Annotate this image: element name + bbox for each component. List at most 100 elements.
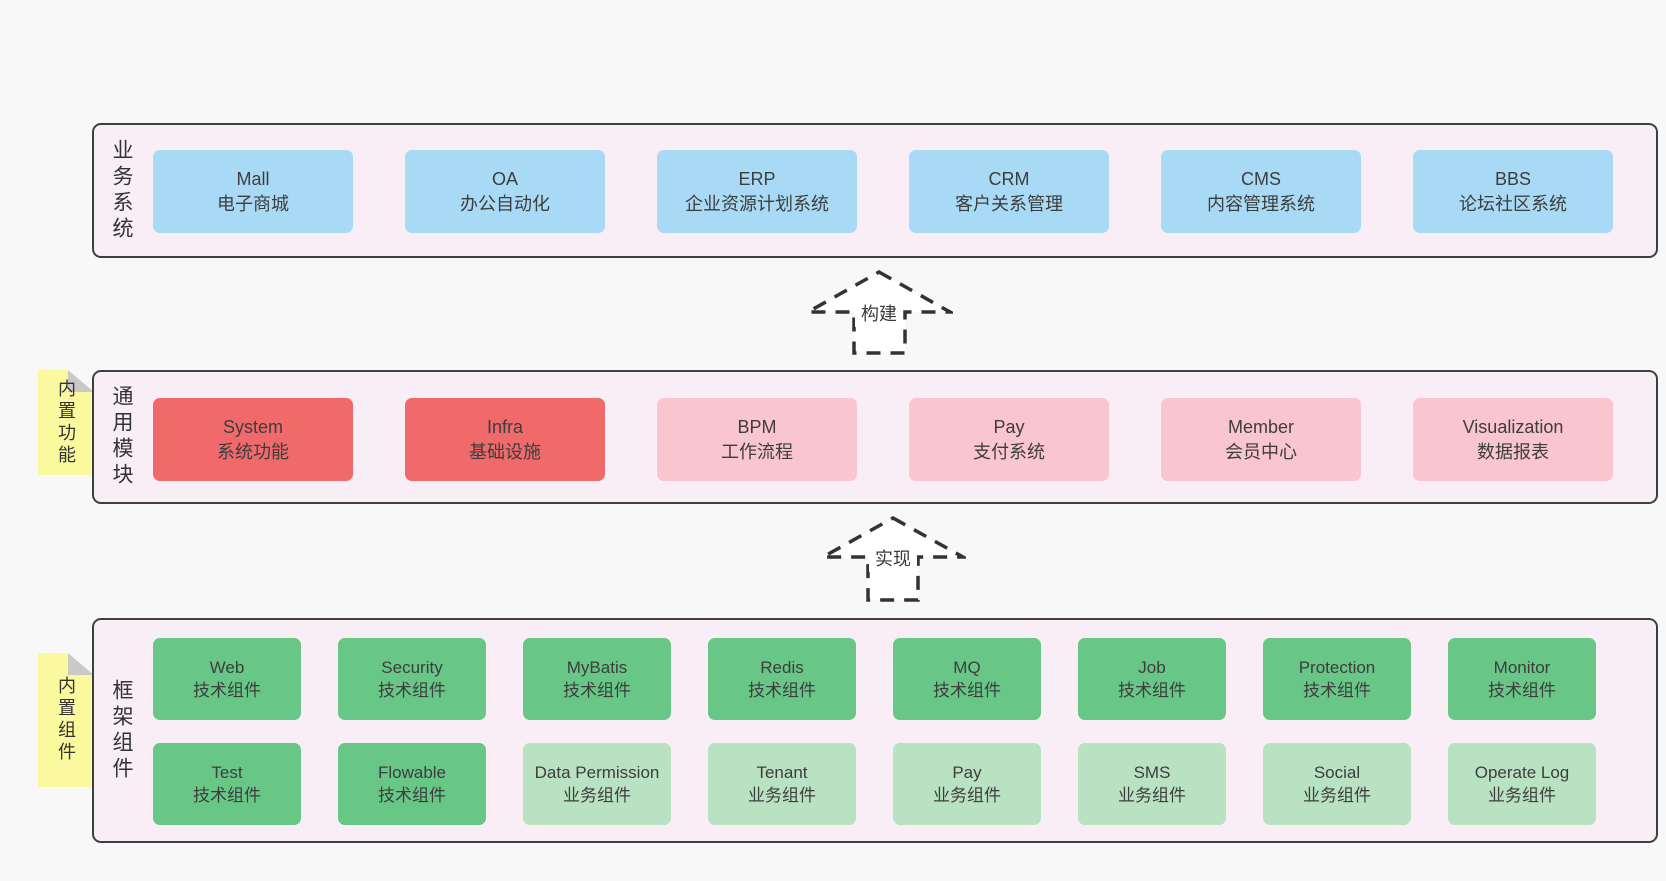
box-mybatis: MyBatis 技术组件 bbox=[523, 638, 671, 720]
box-title: ERP bbox=[738, 168, 776, 189]
box-title: CMS bbox=[1241, 168, 1281, 189]
box-subtitle: 业务组件 bbox=[748, 786, 816, 805]
box-title: Tenant bbox=[756, 763, 808, 782]
box-subtitle: 技术组件 bbox=[1303, 681, 1371, 700]
box-title: CRM bbox=[988, 168, 1030, 189]
arrow-label-bg bbox=[855, 300, 903, 327]
sticky-note-text: 内置组件 bbox=[56, 676, 76, 764]
box-title: Job bbox=[1138, 658, 1166, 677]
up-arrow-icon: 实现 bbox=[816, 515, 970, 602]
box-subtitle: 业务组件 bbox=[933, 786, 1001, 805]
layer-framework-components: 框架组件 Web 技术组件 Security 技术组件 MyBatis 技术组件… bbox=[92, 618, 1658, 843]
box-title: Visualization bbox=[1462, 416, 1564, 437]
box-bpm: BPM 工作流程 bbox=[657, 398, 857, 481]
box-subtitle: 技术组件 bbox=[378, 786, 446, 805]
box-system: System 系统功能 bbox=[153, 398, 353, 481]
box-monitor: Monitor 技术组件 bbox=[1448, 638, 1596, 720]
up-arrow-icon: 构建 bbox=[801, 269, 957, 355]
box-mq: MQ 技术组件 bbox=[893, 638, 1041, 720]
box-title: MyBatis bbox=[566, 658, 628, 677]
box-title: Data Permission bbox=[534, 763, 660, 782]
layer-common-modules: 通用模块 System 系统功能 Infra 基础设施 BPM 工作流程 Pay… bbox=[92, 370, 1658, 504]
box-subtitle: 技术组件 bbox=[1488, 681, 1556, 700]
box-subtitle: 业务组件 bbox=[1303, 786, 1371, 805]
box-protection: Protection 技术组件 bbox=[1263, 638, 1411, 720]
box-title: Protection bbox=[1298, 658, 1376, 677]
layer-label: 通用模块 bbox=[110, 385, 133, 489]
box-tenant: Tenant 业务组件 bbox=[708, 743, 856, 825]
box-title: Operate Log bbox=[1474, 763, 1570, 782]
box-subtitle: 办公自动化 bbox=[460, 193, 550, 214]
box-subtitle: 支付系统 bbox=[973, 441, 1045, 462]
box-subtitle: 业务组件 bbox=[1118, 786, 1186, 805]
box-visualization: Visualization 数据报表 bbox=[1413, 398, 1613, 481]
box-member: Member 会员中心 bbox=[1161, 398, 1361, 481]
modules-box-row: System 系统功能 Infra 基础设施 BPM 工作流程 Pay 支付系统… bbox=[153, 398, 1613, 481]
box-web: Web 技术组件 bbox=[153, 638, 301, 720]
box-sms: SMS 业务组件 bbox=[1078, 743, 1226, 825]
build-arrow: 构建 bbox=[801, 269, 957, 361]
box-title: Redis bbox=[760, 658, 804, 677]
box-operate-log: Operate Log 业务组件 bbox=[1448, 743, 1596, 825]
box-subtitle: 基础设施 bbox=[469, 441, 541, 462]
box-mall: Mall 电子商城 bbox=[153, 150, 353, 233]
box-subtitle: 论坛社区系统 bbox=[1459, 193, 1567, 214]
box-crm: CRM 客户关系管理 bbox=[909, 150, 1109, 233]
box-title: Pay bbox=[952, 763, 982, 782]
box-subtitle: 客户关系管理 bbox=[955, 193, 1063, 214]
box-bbs: BBS 论坛社区系统 bbox=[1413, 150, 1613, 233]
box-subtitle: 技术组件 bbox=[1118, 681, 1186, 700]
framework-box-row-1: Web 技术组件 Security 技术组件 MyBatis 技术组件 Redi… bbox=[153, 638, 1596, 720]
box-title: Test bbox=[211, 763, 243, 782]
box-title: Security bbox=[381, 658, 443, 677]
box-subtitle: 电子商城 bbox=[217, 193, 289, 214]
arrow-label-bg bbox=[869, 545, 917, 572]
box-subtitle: 内容管理系统 bbox=[1207, 193, 1315, 214]
box-title: Monitor bbox=[1493, 658, 1551, 677]
box-erp: ERP 企业资源计划系统 bbox=[657, 150, 857, 233]
box-oa: OA 办公自动化 bbox=[405, 150, 605, 233]
box-subtitle: 技术组件 bbox=[193, 681, 261, 700]
box-job: Job 技术组件 bbox=[1078, 638, 1226, 720]
box-title: BBS bbox=[1494, 168, 1532, 189]
box-subtitle: 技术组件 bbox=[563, 681, 631, 700]
box-title: Mall bbox=[236, 168, 270, 189]
sticky-note-builtin-features: 内置功能 bbox=[38, 370, 94, 475]
box-cms: CMS 内容管理系统 bbox=[1161, 150, 1361, 233]
arrow-label: 构建 bbox=[861, 304, 897, 324]
box-subtitle: 技术组件 bbox=[748, 681, 816, 700]
box-title: MQ bbox=[953, 658, 981, 677]
folded-corner-icon bbox=[68, 653, 94, 675]
box-title: OA bbox=[491, 168, 518, 189]
box-data-permission: Data Permission 业务组件 bbox=[523, 743, 671, 825]
box-pay-component: Pay 业务组件 bbox=[893, 743, 1041, 825]
box-social: Social 业务组件 bbox=[1263, 743, 1411, 825]
box-title: Flowable bbox=[377, 763, 447, 782]
box-title: Pay bbox=[993, 416, 1025, 437]
box-title: BPM bbox=[737, 416, 777, 437]
box-title: SMS bbox=[1133, 763, 1171, 782]
sticky-note-builtin-components: 内置组件 bbox=[38, 653, 94, 787]
box-title: System bbox=[222, 416, 283, 437]
box-subtitle: 工作流程 bbox=[721, 441, 793, 462]
sticky-note-text: 内置功能 bbox=[56, 378, 76, 467]
box-subtitle: 系统功能 bbox=[217, 441, 289, 462]
layer-label: 业务系统 bbox=[110, 138, 133, 243]
box-title: Social bbox=[1313, 763, 1361, 782]
box-subtitle: 会员中心 bbox=[1225, 441, 1297, 462]
box-infra: Infra 基础设施 bbox=[405, 398, 605, 481]
box-subtitle: 技术组件 bbox=[378, 681, 446, 700]
box-subtitle: 业务组件 bbox=[563, 786, 631, 805]
box-title: Member bbox=[1227, 416, 1294, 437]
business-box-row: Mall 电子商城 OA 办公自动化 ERP 企业资源计划系统 CRM 客户关系… bbox=[153, 150, 1613, 233]
box-subtitle: 技术组件 bbox=[193, 786, 261, 805]
layer-business-systems: 业务系统 Mall 电子商城 OA 办公自动化 ERP 企业资源计划系统 CRM… bbox=[92, 123, 1658, 258]
box-test: Test 技术组件 bbox=[153, 743, 301, 825]
box-subtitle: 技术组件 bbox=[933, 681, 1001, 700]
box-security: Security 技术组件 bbox=[338, 638, 486, 720]
framework-box-row-2: Test 技术组件 Flowable 技术组件 Data Permission … bbox=[153, 743, 1596, 825]
box-subtitle: 数据报表 bbox=[1477, 441, 1549, 462]
layer-label: 框架组件 bbox=[110, 678, 133, 783]
box-pay-system: Pay 支付系统 bbox=[909, 398, 1109, 481]
